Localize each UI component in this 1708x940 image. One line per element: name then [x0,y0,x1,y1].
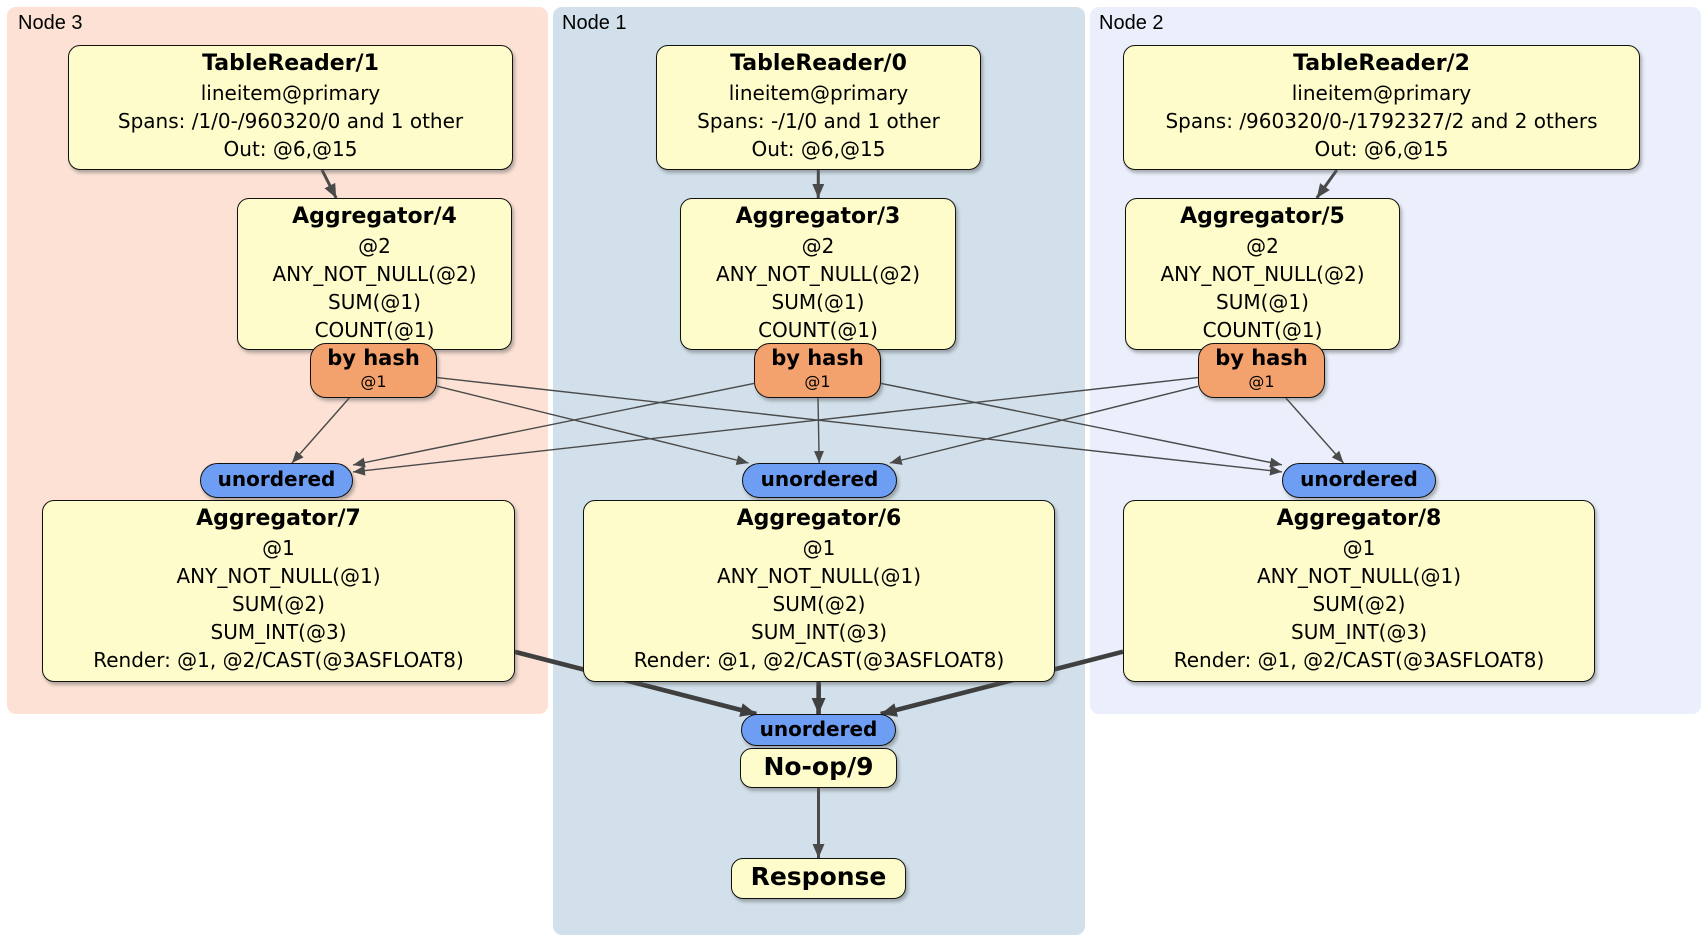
aggregator-8-line: @1 [1342,536,1376,560]
aggregator-3: Aggregator/3 @2 ANY_NOT_NULL(@2) SUM(@1)… [680,198,956,350]
aggregator-4-line: @2 [358,234,391,258]
router-4-label: by hash [327,346,420,370]
aggregator-3-line: COUNT(@1) [758,318,878,342]
aggregator-8-line: ANY_NOT_NULL(@1) [1257,564,1461,588]
response: Response [731,858,906,899]
aggregator-7-line: @1 [262,536,295,560]
aggregator-6-line: ANY_NOT_NULL(@1) [717,564,921,588]
aggregator-3-line: ANY_NOT_NULL(@2) [716,262,920,286]
aggregator-7-line: SUM_INT(@3) [210,620,347,644]
aggregator-5-line: ANY_NOT_NULL(@2) [1160,262,1365,286]
aggregator-8-title: Aggregator/8 [1276,506,1442,531]
tablereader-0-line: lineitem@primary [728,81,909,105]
aggregator-3-line: @2 [801,234,835,258]
aggregator-4-line: COUNT(@1) [314,318,435,342]
response-title: Response [750,862,887,891]
aggregator-4-title: Aggregator/4 [292,204,457,229]
tablereader-1-title: TableReader/1 [202,51,379,76]
router-5-label: by hash [1215,346,1308,370]
aggregator-6-line: SUM(@2) [772,592,866,616]
aggregator-8-line: SUM(@2) [1312,592,1406,616]
tablereader-0-line: Spans: -/1/0 and 1 other [697,109,940,133]
aggregator-7: Aggregator/7 @1 ANY_NOT_NULL(@1) SUM(@2)… [42,500,515,682]
panel-label-node-3: Node 3 [18,12,83,34]
router-3-label: by hash [771,346,864,370]
panel-label-node-2: Node 2 [1099,12,1164,34]
tablereader-2: TableReader/2 lineitem@primary Spans: /9… [1123,45,1640,170]
tablereader-2-line: Out: @6,@15 [1314,137,1449,161]
aggregator-7-line: Render: @1, @2/CAST(@3ASFLOAT8) [93,648,464,672]
aggregator-4-line: SUM(@1) [328,290,421,314]
tablereader-2-line: lineitem@primary [1291,81,1472,105]
aggregator-8: Aggregator/8 @1 ANY_NOT_NULL(@1) SUM(@2)… [1123,500,1595,682]
aggregator-6-title: Aggregator/6 [736,506,902,531]
aggregator-7-title: Aggregator/7 [196,506,361,531]
sync-9: unordered [741,714,896,746]
aggregator-5-title: Aggregator/5 [1180,204,1345,229]
tablereader-1-line: Out: @6,@15 [223,137,358,161]
tablereader-0: TableReader/0 lineitem@primary Spans: -/… [656,45,981,170]
router-5-detail: @1 [1248,372,1275,391]
aggregator-4: Aggregator/4 @2 ANY_NOT_NULL(@2) SUM(@1)… [237,198,512,350]
aggregator-6: Aggregator/6 @1 ANY_NOT_NULL(@1) SUM(@2)… [583,500,1055,682]
aggregator-5-line: SUM(@1) [1216,290,1309,314]
aggregator-7-line: SUM(@2) [232,592,325,616]
panel-label-node-1: Node 1 [562,12,627,34]
tablereader-2-line: Spans: /960320/0-/1792327/2 and 2 others [1165,109,1598,133]
tablereader-2-title: TableReader/2 [1293,51,1470,76]
router-3-detail: @1 [804,372,831,391]
sync-7: unordered [200,463,353,498]
sync-8: unordered [1282,463,1436,498]
router-4: by hash @1 [310,343,437,398]
tablereader-1: TableReader/1 lineitem@primary Spans: /1… [68,45,513,170]
aggregator-5-line: COUNT(@1) [1202,318,1323,342]
tablereader-0-line: Out: @6,@15 [751,137,886,161]
aggregator-6-line: SUM_INT(@3) [751,620,887,644]
noop-9: No-op/9 [740,748,897,788]
aggregator-3-title: Aggregator/3 [735,204,901,229]
tablereader-1-line: lineitem@primary [200,81,381,105]
aggregator-6-line: @1 [802,536,836,560]
router-4-detail: @1 [360,372,387,391]
noop-9-title: No-op/9 [763,752,874,781]
aggregator-4-line: ANY_NOT_NULL(@2) [272,262,477,286]
sync-6: unordered [742,463,897,498]
aggregator-7-line: ANY_NOT_NULL(@1) [176,564,381,588]
aggregator-5-line: @2 [1246,234,1279,258]
router-5: by hash @1 [1198,343,1325,398]
tablereader-0-title: TableReader/0 [730,51,907,76]
aggregator-8-line: Render: @1, @2/CAST(@3ASFLOAT8) [1173,648,1545,672]
router-3: by hash @1 [754,343,881,398]
aggregator-6-line: Render: @1, @2/CAST(@3ASFLOAT8) [633,648,1005,672]
aggregator-8-line: SUM_INT(@3) [1291,620,1427,644]
aggregator-5: Aggregator/5 @2 ANY_NOT_NULL(@2) SUM(@1)… [1125,198,1400,350]
tablereader-1-line: Spans: /1/0-/960320/0 and 1 other [117,109,464,133]
aggregator-3-line: SUM(@1) [771,290,865,314]
